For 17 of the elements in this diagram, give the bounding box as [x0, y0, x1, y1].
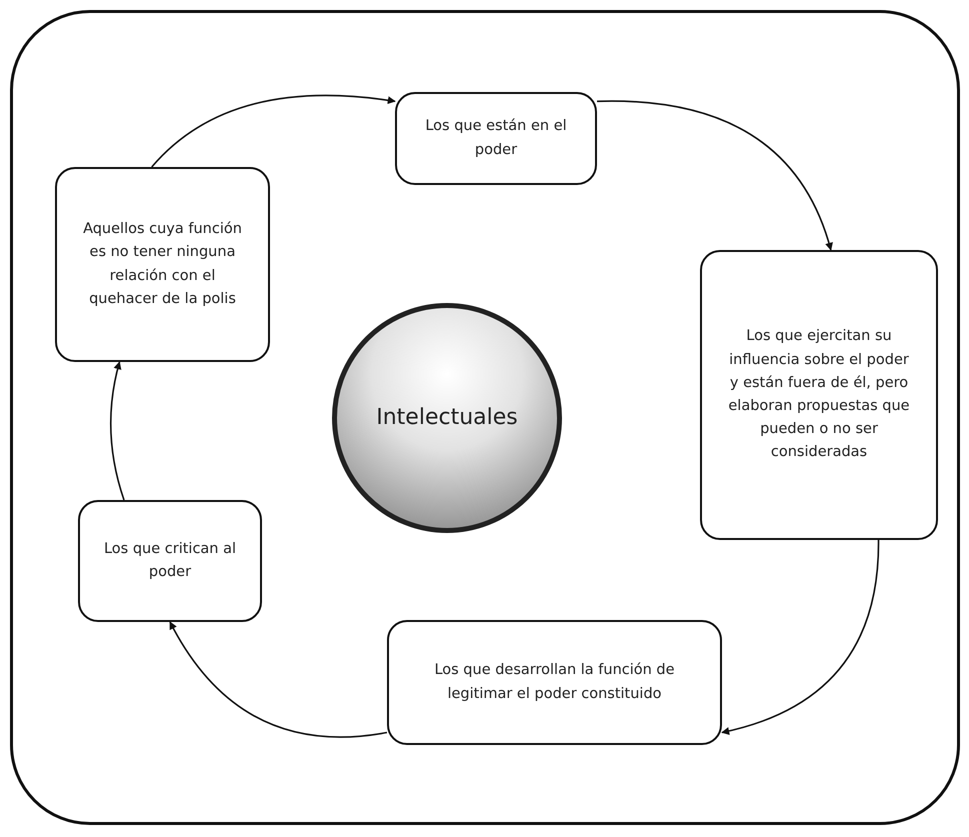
- rounded-box: [387, 620, 722, 745]
- node-text: Los que están en el poder: [424, 117, 568, 160]
- rounded-box: [395, 92, 597, 185]
- node-text: Aquellos cuya función es no tener ninguna relación con el quehacer de la polis: [82, 220, 243, 309]
- node-text: Los que desarrollan la función de legitimar el poder constituido: [433, 661, 676, 704]
- curved-arrow: [169, 621, 388, 738]
- curved-arrow: [110, 361, 125, 500]
- outer-frame: [10, 10, 960, 825]
- node-text: Intelectuales: [376, 404, 518, 432]
- curved-arrow: [151, 94, 396, 168]
- rounded-box: [78, 500, 262, 622]
- rounded-box: [700, 250, 938, 540]
- curved-arrow: [597, 100, 833, 251]
- rounded-box: [55, 167, 270, 362]
- node-text: Los que critican al poder: [102, 540, 238, 582]
- node-text: Los que ejercitan su influencia sobre el poder y están fuera de él, pero elaboran propuestas que pueden o no ser consideradas: [727, 327, 911, 462]
- curved-arrow: [721, 540, 880, 735]
